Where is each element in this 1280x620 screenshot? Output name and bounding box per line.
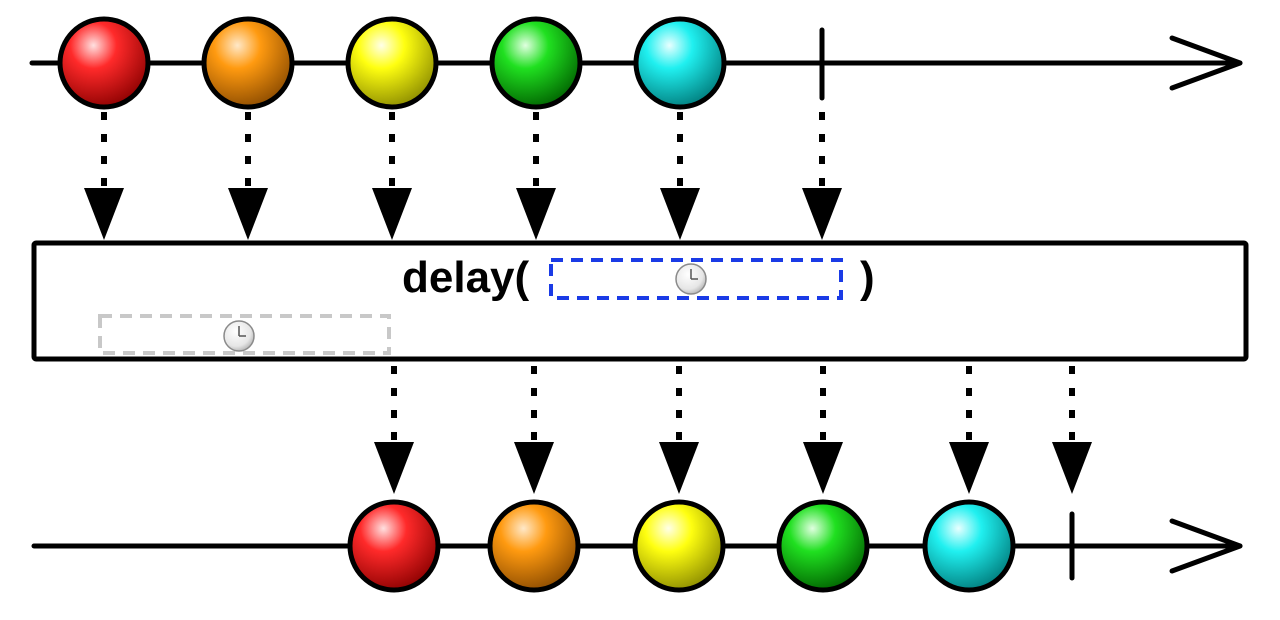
source-marbles	[57, 16, 727, 110]
input-arrow	[228, 112, 268, 240]
delay-param-box	[549, 258, 843, 300]
source-timeline-arrowhead	[1169, 35, 1243, 91]
source-marble	[489, 16, 583, 110]
result-marble	[347, 499, 441, 593]
source-marble	[345, 16, 439, 110]
result-timeline-arrowhead	[1169, 518, 1243, 574]
source-marble	[201, 16, 295, 110]
result-marble	[922, 499, 1016, 593]
output-arrow	[374, 366, 414, 494]
operator-box-frame	[31, 240, 1249, 362]
input-arrows	[84, 112, 842, 240]
output-arrow	[514, 366, 554, 494]
source-marble	[633, 16, 727, 110]
operator-box: delay( )	[31, 240, 1249, 362]
input-arrow	[516, 112, 556, 240]
delay-duration-box	[98, 314, 391, 355]
result-marble	[487, 499, 581, 593]
operator-name: delay(	[402, 253, 530, 302]
result-marble	[632, 499, 726, 593]
input-arrow	[802, 112, 842, 240]
input-arrow	[84, 112, 124, 240]
param-clock-icon	[675, 263, 707, 295]
output-arrow	[1052, 366, 1092, 494]
output-arrow	[949, 366, 989, 494]
result-timeline	[31, 499, 1243, 593]
operator-close-paren: )	[860, 253, 875, 302]
source-marble	[57, 16, 151, 110]
source-timeline	[29, 16, 1243, 110]
output-arrow	[659, 366, 699, 494]
input-arrow	[660, 112, 700, 240]
result-marble	[776, 499, 870, 593]
result-marbles	[347, 499, 1016, 593]
output-arrow	[803, 366, 843, 494]
output-arrows	[374, 366, 1092, 494]
duration-clock-icon	[223, 320, 255, 352]
input-arrow	[372, 112, 412, 240]
